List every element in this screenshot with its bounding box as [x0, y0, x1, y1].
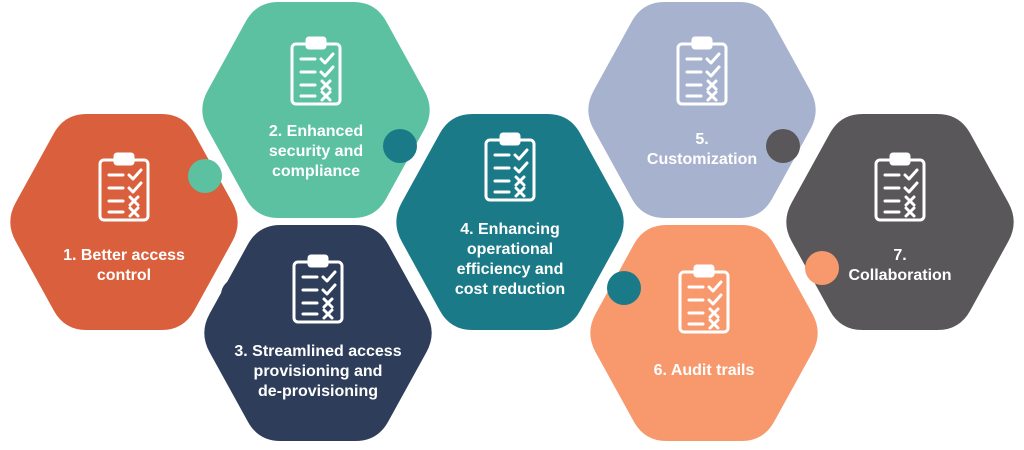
hexagon-shape — [202, 2, 430, 218]
clipboard-checklist-icon — [292, 254, 344, 324]
hexagon-shape — [786, 114, 1014, 330]
hex-label-6: 6. Audit trails — [653, 362, 755, 379]
hex-label-4: 4. Enhancing operational efficiency and … — [454, 221, 566, 298]
clipboard-checklist-icon — [290, 36, 342, 106]
hexagon-shape — [588, 2, 816, 218]
connector-knob-5 — [766, 129, 800, 163]
connector-knob-1 — [188, 159, 222, 193]
connector-knob-4 — [607, 271, 641, 305]
hex-node-7 — [786, 114, 1014, 330]
hex-node-3 — [204, 225, 432, 441]
hex-label-7: 7. Collaboration — [848, 247, 952, 284]
connector-knob-6 — [805, 251, 839, 285]
connector-knob-3 — [383, 129, 417, 163]
hex-node-4 — [396, 114, 624, 330]
hex-label-2: 2. Enhanced security and compliance — [268, 123, 364, 180]
hex-node-2 — [202, 2, 430, 218]
hexagon-shape — [204, 225, 432, 441]
hex-node-1 — [10, 114, 238, 330]
clipboard-checklist-icon — [676, 36, 728, 106]
clipboard-checklist-icon — [484, 132, 536, 202]
hexagon-shape — [10, 114, 238, 330]
connector-knob-2 — [221, 278, 255, 312]
hex-node-5 — [588, 2, 816, 218]
hex-label-5: 5. Customization — [646, 131, 758, 168]
clipboard-checklist-icon — [874, 152, 926, 222]
hex-node-6 — [590, 225, 818, 441]
clipboard-checklist-icon — [678, 264, 730, 334]
hex-label-1: 1. Better access control — [63, 247, 185, 284]
hex-label-3: 3. Streamlined access provisioning and d… — [234, 343, 402, 400]
hexagon-shape — [396, 114, 624, 330]
clipboard-checklist-icon — [98, 152, 150, 222]
